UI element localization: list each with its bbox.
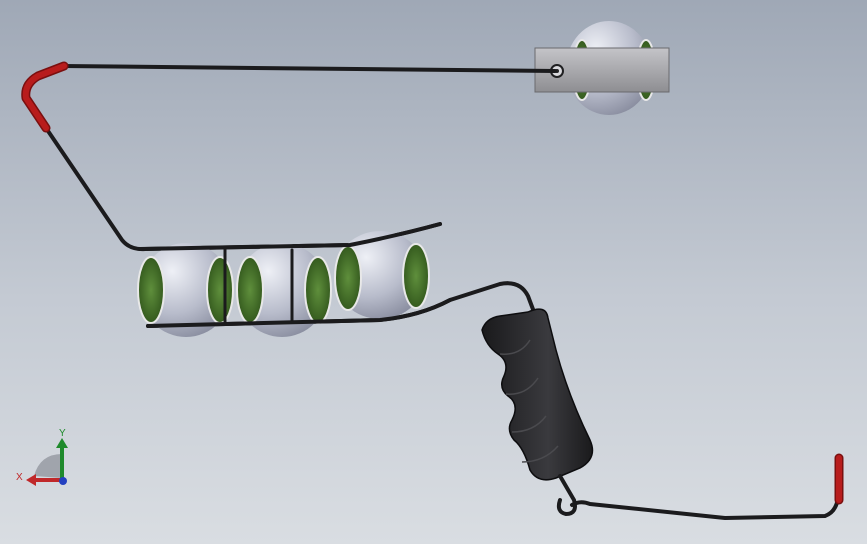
bottom-rod [570,496,840,520]
clamp-bracket [534,47,670,93]
strut-overlay [138,222,452,328]
top-ball-assembly[interactable] [534,21,670,115]
y-axis-arrow [56,438,68,448]
handle-body [481,308,594,481]
handle-finger-grooves [499,339,559,463]
y-axis-label: Y [59,428,66,439]
ball-row[interactable] [137,231,430,337]
ball-3-felt-right [402,243,430,309]
ball-2-felt-right [304,256,332,324]
diagonal-rod [44,126,442,252]
ball-1 [140,243,232,337]
x-axis-label: X [16,472,23,483]
triad-view-indicator [34,454,62,478]
coordinate-triad: Y X [16,428,68,486]
handle-hook [556,474,577,517]
top-grip-tip [21,61,69,133]
ball-2-felt-left [236,256,264,324]
z-axis-dot [59,477,67,485]
ball-1-felt-right [206,256,234,324]
x-axis-arrow [26,474,36,486]
top-rod [60,64,557,73]
ball-3-felt-left [334,245,362,311]
ball-1-felt-left [137,256,165,324]
handle[interactable] [481,308,594,517]
